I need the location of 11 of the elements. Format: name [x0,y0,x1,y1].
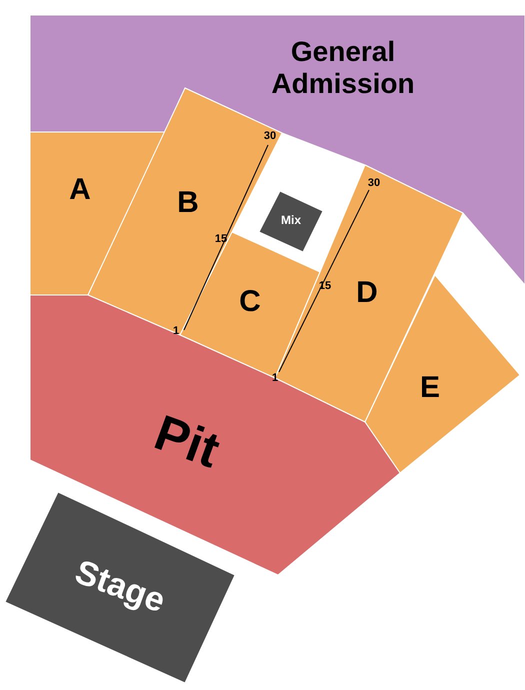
section-label: B [177,186,199,220]
section-label: D [356,276,378,310]
section-label: C [239,284,261,320]
section-label: General Admission [270,36,416,100]
row-number: 30 [368,177,380,189]
section-label: Stage [70,552,170,622]
section-label: Mix [281,214,301,228]
section-label: Pit [147,404,227,480]
section-label: A [69,172,91,208]
row-number: 30 [264,130,276,142]
section-label: E [420,370,440,406]
